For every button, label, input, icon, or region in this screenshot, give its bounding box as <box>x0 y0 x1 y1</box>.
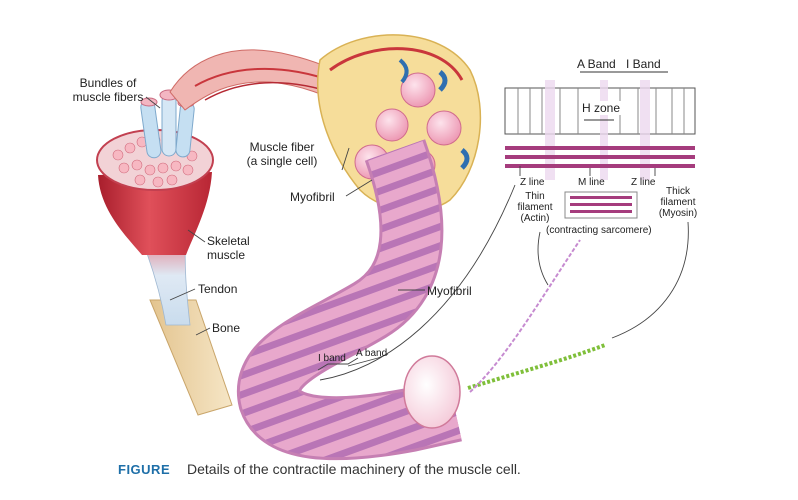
label-muscle-fiber: Muscle fiber (a single cell) <box>232 140 332 168</box>
label-thin-filament: Thin filament (Actin) <box>512 191 558 224</box>
bone <box>149 299 233 416</box>
label-a-band-bottom: A band <box>356 348 388 359</box>
label-myofibril-mid: Myofibril <box>427 284 472 298</box>
bundles-text: Bundles of muscle fibers <box>72 76 144 104</box>
skeletal-muscle-text: Skeletal muscle <box>207 234 250 262</box>
muscle-fiber-text: Muscle fiber (a single cell) <box>246 140 318 168</box>
label-h-zone: H zone <box>580 101 623 115</box>
label-myofibril-top: Myofibril <box>290 190 335 204</box>
label-i-band-top: I Band <box>626 57 661 71</box>
label-skeletal-muscle: Skeletal muscle <box>207 234 250 262</box>
label-bone: Bone <box>212 321 241 335</box>
sarcomere-diagram <box>504 71 696 219</box>
label-i-band-bottom: I band <box>318 353 346 364</box>
leader-lines <box>145 96 689 381</box>
label-thick-filament: Thick filament (Myosin) <box>653 186 703 219</box>
figure-label: FIGURE <box>118 462 171 477</box>
label-m-line: M line <box>578 177 605 188</box>
label-a-band-top: A Band <box>577 57 616 71</box>
actin-filament-strand <box>467 239 606 393</box>
figure-caption: Details of the contractile machinery of … <box>187 461 521 477</box>
label-z-line-left: Z line <box>520 177 545 188</box>
thick-filament-text: Thick filament (Myosin) <box>658 186 698 219</box>
label-z-line-right: Z line <box>631 177 656 188</box>
myofibril-tube <box>237 139 462 461</box>
label-contracting-sarcomere: (contracting sarcomere) <box>546 225 652 236</box>
label-bundles-of-muscle-fibers: Bundles of muscle fibers <box>58 76 158 104</box>
label-tendon: Tendon <box>198 282 238 296</box>
thin-filament-text: Thin filament (Actin) <box>517 191 553 224</box>
